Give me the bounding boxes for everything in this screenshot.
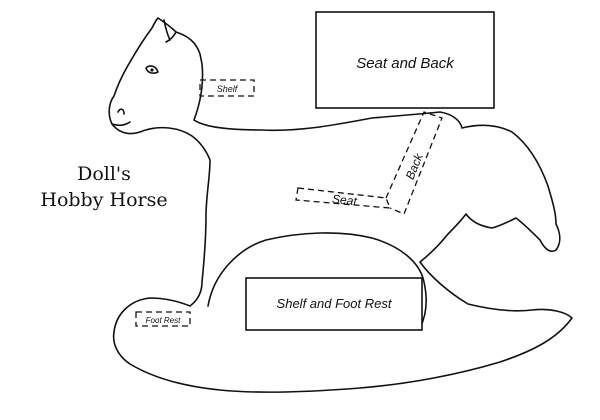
shelf-slot-label: Shelf	[217, 84, 239, 94]
seat-back-slot	[295, 111, 443, 215]
rocker-arch	[207, 232, 427, 329]
foot-rest-slot	[135, 311, 191, 327]
eye	[145, 65, 159, 74]
seat-and-back-label: Seat and Back	[356, 55, 455, 72]
seat-and-back-piece	[315, 11, 495, 109]
mouth	[111, 121, 131, 127]
shelf-and-foot-rest-piece	[245, 277, 423, 331]
shelf-slot	[199, 79, 255, 97]
horse-outline	[108, 17, 573, 393]
eye-pupil	[150, 68, 154, 72]
ear-line	[163, 19, 171, 41]
foot-rest-slot-label: Foot Rest	[146, 316, 181, 325]
title-line-1: Doll's	[77, 163, 131, 185]
shelf-and-foot-rest-label: Shelf and Foot Rest	[277, 296, 393, 311]
title-line-2: Hobby Horse	[40, 189, 167, 211]
seat-slot-label: Seat	[331, 192, 358, 209]
mane-line	[165, 31, 177, 43]
nostril	[117, 108, 125, 115]
